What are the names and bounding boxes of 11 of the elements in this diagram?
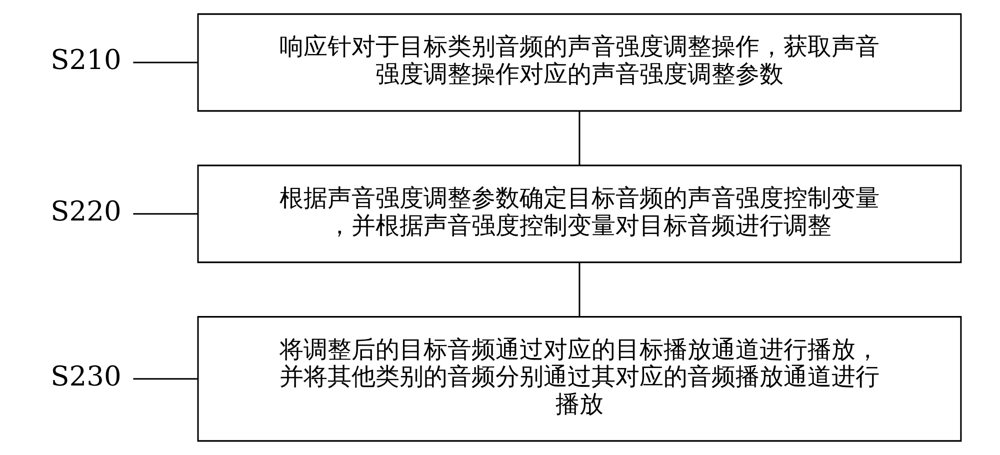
- node-text: S230: [50, 362, 122, 393]
- connector: [133, 62, 198, 64]
- connector: [578, 262, 580, 316]
- node-box: 将调整后的目标音频通过对应的目标播放通道进行播放，并将其他类别的音频分别通过其对应的音频播放通道进行播放: [197, 316, 962, 442]
- connector: [133, 213, 198, 215]
- node-box: 响应针对于目标类别音频的声音强度调整操作，获取声音强度调整操作对应的声音强度调整参数: [197, 13, 962, 112]
- connector: [578, 110, 580, 166]
- connector: [133, 378, 198, 380]
- node-text: S220: [50, 196, 122, 228]
- node-text: S210: [50, 45, 122, 76]
- node-box: 根据声音强度调整参数确定目标音频的声音强度控制变量，并根据声音强度控制变量对目标音频进行调整: [197, 164, 962, 264]
